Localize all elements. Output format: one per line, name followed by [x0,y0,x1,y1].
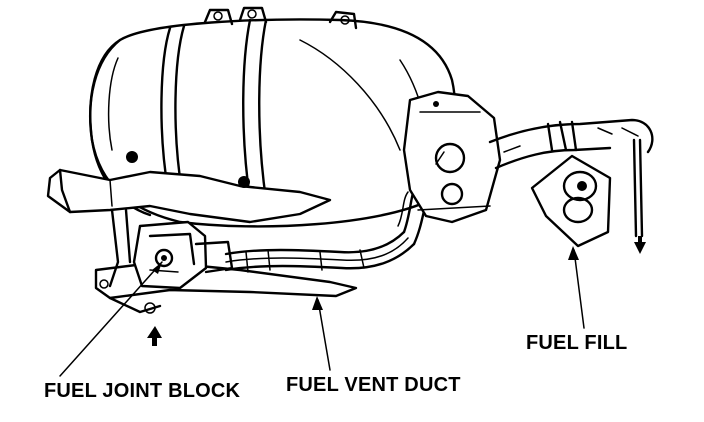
tank-mounting-bracket [46,151,332,224]
filler-housing [402,90,654,248]
fuel-joint-block [132,220,234,290]
fuel-vent-duct-leader [317,299,331,371]
fuel-joint-block-label: FUEL JOINT BLOCK [44,380,241,402]
fuel-fill-label: FUEL FILL [526,332,628,354]
flow-arrows [147,145,646,346]
fuel-fill-leader-tip [568,246,579,260]
lower-frame [94,208,358,314]
fuel-joint-block-leader [59,261,163,377]
fuel-vent-duct-leader-tip [312,296,323,310]
fuel-fill-leader [573,249,585,329]
fuel-joint-block-leader-tip [152,262,162,274]
fuel-vent-duct-label: FUEL VENT DUCT [286,374,461,396]
